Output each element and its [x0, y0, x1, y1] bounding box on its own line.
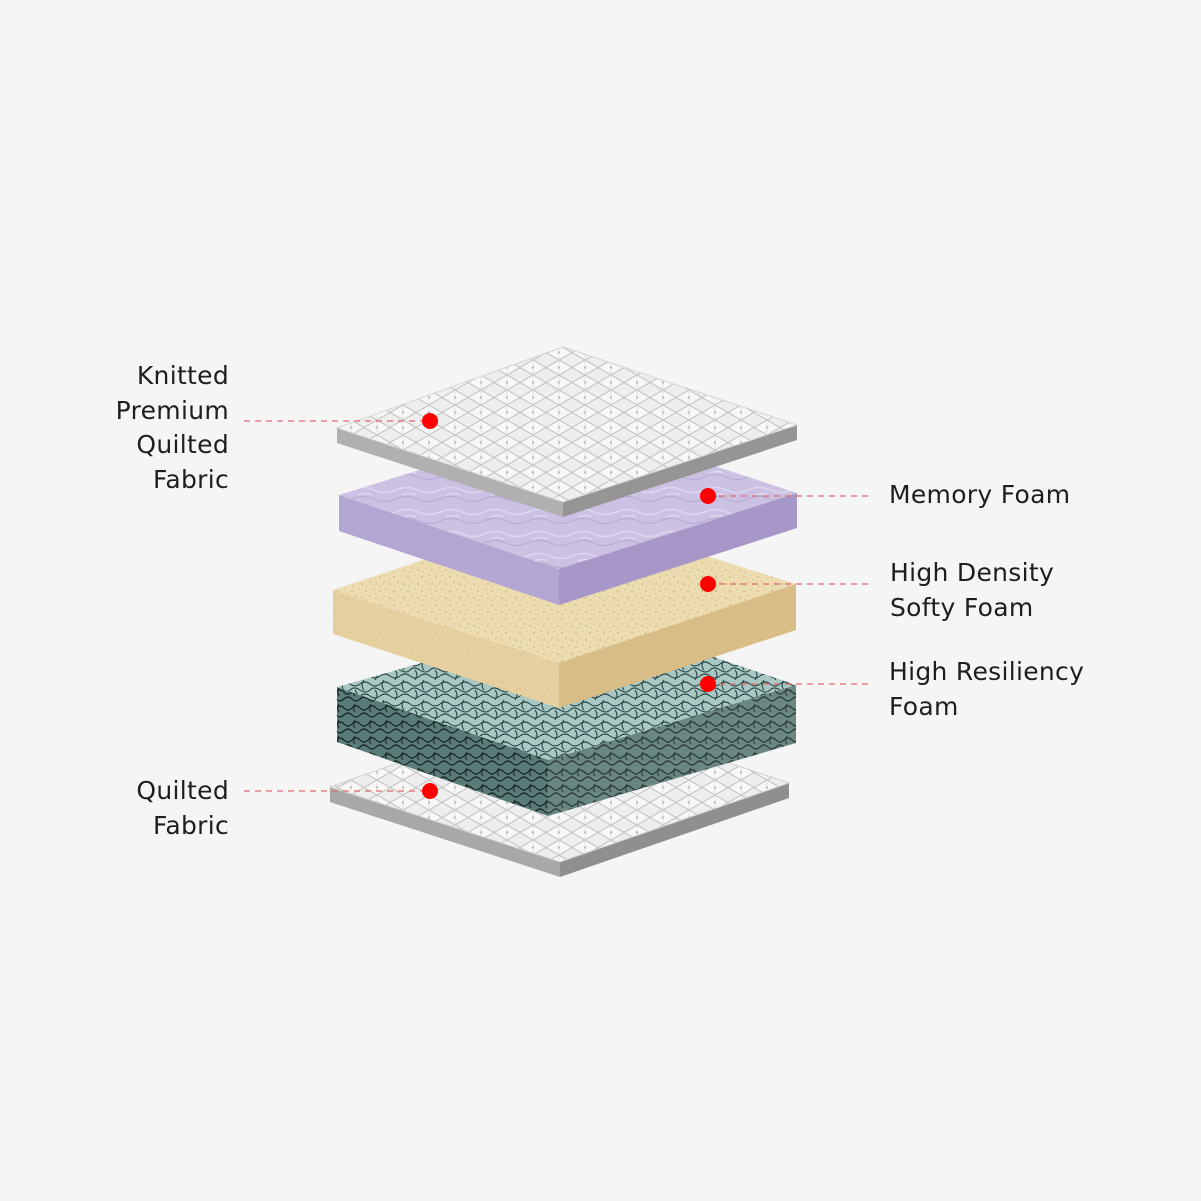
- leader-lines: [244, 420, 868, 792]
- marker-dot-quilted-fabric: [422, 783, 438, 799]
- label-high-density-softy-foam: High Density Softy Foam: [890, 558, 1055, 622]
- label-knitted-premium-quilted-fabric: Knitted Premium Quilted Fabric: [115, 361, 229, 494]
- markers: [422, 413, 716, 799]
- marker-dot-knitted-fabric: [422, 413, 438, 429]
- layer-knitted-premium-quilted-fabric: [335, 346, 799, 517]
- marker-dot-memory-foam: [700, 488, 716, 504]
- label-memory-foam: Memory Foam: [889, 480, 1071, 509]
- marker-dot-softy-foam: [700, 576, 716, 592]
- label-quilted-fabric: Quilted Fabric: [136, 776, 229, 840]
- label-high-resiliency-foam: High Resiliency Foam: [889, 657, 1085, 721]
- marker-dot-resiliency-foam: [700, 676, 716, 692]
